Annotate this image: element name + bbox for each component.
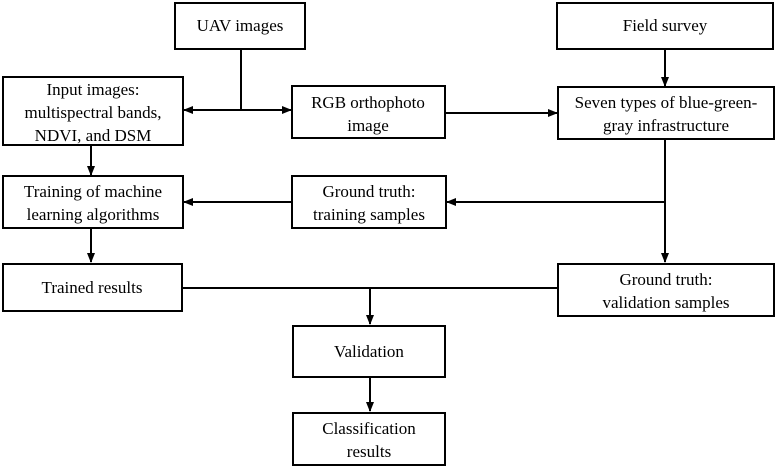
node-gt-training: Ground truth: training samples (291, 175, 447, 229)
node-uav-images: UAV images (174, 2, 306, 50)
node-label-line: image (347, 116, 389, 135)
node-label: RGB orthophoto image (311, 93, 425, 135)
node-label-line: gray infrastructure (603, 116, 729, 135)
node-input-images: Input images: multispectral bands, NDVI, a… (2, 76, 184, 146)
node-seven-types: Seven types of blue-green-gray infrastru… (557, 86, 775, 140)
node-label-line: Ground truth: (619, 270, 712, 289)
node-field-survey: Field survey (556, 2, 774, 50)
node-label-line: Trained results (42, 278, 143, 297)
node-label-line: NDVI, and DSM (35, 126, 152, 145)
node-label: Ground truth: validation samples (602, 270, 729, 312)
node-label: Seven types of blue-green-gray infrastru… (575, 93, 758, 135)
node-label: Training of machine learning algorithms (24, 182, 162, 224)
node-validation: Validation (292, 325, 446, 378)
node-label: Classification results (322, 419, 416, 461)
node-label: Validation (334, 342, 404, 361)
node-label: UAV images (197, 16, 284, 35)
node-label-line: Classification (322, 419, 416, 438)
node-label-line: UAV images (197, 16, 284, 35)
node-label-line: validation samples (602, 293, 729, 312)
node-gt-validation: Ground truth: validation samples (557, 263, 775, 317)
node-rgb-orthophoto: RGB orthophoto image (291, 85, 446, 139)
node-label: Trained results (42, 278, 143, 297)
node-label-line: Input images: (46, 80, 139, 99)
connectors (87, 50, 669, 412)
node-label-line: Training of machine (24, 182, 162, 201)
node-label: Field survey (623, 16, 708, 35)
node-label-line: Seven types of blue-green- (575, 93, 758, 112)
node-label-line: Ground truth: (322, 182, 415, 201)
node-classification-results: Classification results (292, 412, 446, 466)
node-label-line: training samples (313, 205, 425, 224)
node-label-line: Validation (334, 342, 404, 361)
node-label-line: learning algorithms (27, 205, 160, 224)
node-label-line: RGB orthophoto (311, 93, 425, 112)
node-label-line: Field survey (623, 16, 708, 35)
node-label: Input images: multispectral bands, NDVI, a… (25, 80, 162, 145)
node-trained-results: Trained results (2, 263, 183, 312)
node-label-line: results (347, 442, 391, 461)
node-label-line: multispectral bands, (25, 103, 162, 122)
node-label: Ground truth: training samples (313, 182, 425, 224)
node-training-ml: Training of machine learning algorithms (2, 175, 184, 229)
